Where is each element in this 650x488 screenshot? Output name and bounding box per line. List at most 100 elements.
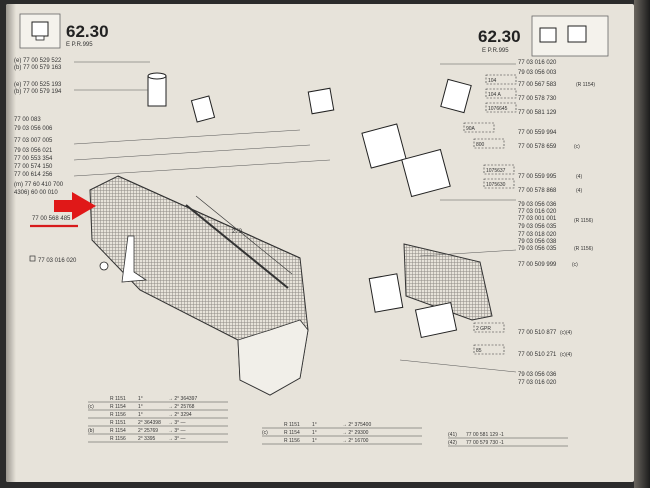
box-label-frame: [473, 322, 505, 333]
table-cell: → 2° 375400: [342, 422, 371, 428]
table-cell: (c): [88, 404, 94, 410]
table-cell: (42): [448, 440, 457, 446]
relay-group-top: [361, 78, 472, 198]
flasher-unit-cylinder: [147, 72, 335, 123]
right-annotation: (c): [574, 144, 580, 150]
table-cell: → 3° —: [168, 420, 186, 426]
right-ref-label: 77 00 510 271: [518, 352, 557, 358]
box-label-frame: [483, 178, 515, 189]
box-label: 2 GPR: [476, 326, 491, 332]
right-ref-label: 77 03 016 020: [518, 60, 557, 66]
table-cell: 1°: [312, 438, 317, 444]
edition-right: E P.R.995: [482, 48, 509, 54]
table-cell: R 1156: [110, 436, 126, 442]
table-cell: → 2° 16700: [342, 438, 369, 444]
right-ref-label: 77 00 578 730: [518, 96, 557, 102]
right-ref-label: 77 00 559 994: [518, 130, 557, 136]
table-right: (41)77 00 581 129 -1(42)77 00 579 730 -1: [448, 432, 568, 447]
header-left: 62.30 E P.R.995: [19, 13, 109, 49]
relay-group-bottom: [368, 243, 493, 339]
box-label-frame: [485, 88, 517, 99]
table-cell: R 1151: [110, 396, 126, 402]
table-cell: R 1156: [110, 412, 126, 418]
square-marker-icon: [29, 255, 36, 262]
mounting-bracket: [121, 235, 148, 283]
box-label: 104: [488, 78, 497, 84]
table-cell: (b): [88, 428, 94, 434]
table-cell: R 1154: [110, 404, 126, 410]
left-ref-label: (b) 77 00 579 194: [14, 89, 62, 95]
box-label: 1075630: [486, 182, 506, 188]
right-annotation: (4): [576, 174, 582, 180]
table-cell: → 2° 25768: [168, 404, 195, 410]
table-cell: → 3° —: [168, 436, 186, 442]
table-cell: 1°: [312, 422, 317, 428]
box-label: 85: [476, 348, 482, 354]
table-cell: 1°: [138, 396, 143, 402]
left-ref-label: 79 03 056 006: [14, 126, 53, 132]
left-reference-list: (e) 77 00 529 522(b) 77 00 579 163(e) 77…: [14, 58, 64, 196]
right-annotation: (c)(4): [560, 330, 572, 336]
right-ref-label: 77 00 509 999: [518, 262, 557, 268]
right-ref-label: 79 03 056 035: [518, 246, 557, 252]
right-ref-label: 79 03 056 036: [518, 372, 557, 378]
table-cell: R 1156: [284, 438, 300, 444]
left-ref-label: 77 00 574 150: [14, 164, 53, 170]
box-label-frame: [483, 164, 515, 175]
right-ref-label: 77 03 016 020: [518, 209, 557, 215]
right-annotation: (R 1156): [574, 218, 593, 224]
right-annotation: (R 1154): [576, 82, 595, 88]
dimension-bar: 279: [185, 195, 293, 289]
left-ref-label: 4306) 60 00 010: [14, 190, 58, 196]
page-number-left: 62.30: [66, 22, 109, 41]
relay-thumbnail-icon: [539, 25, 587, 43]
table-cell: R 1154: [284, 430, 300, 436]
right-ref-label: 79 03 056 038: [518, 239, 557, 245]
table-cell: R 1151: [284, 422, 300, 428]
table-cell: (41): [448, 432, 457, 438]
right-ref-label: 77 00 559 995: [518, 174, 557, 180]
box-label: 1075637: [486, 168, 506, 174]
box-label-frame: [463, 122, 495, 133]
table-cell: 1°: [312, 430, 317, 436]
table-cell: 2° 364398: [138, 420, 161, 426]
box-label-frame: [473, 344, 505, 355]
box-label: 90A: [466, 126, 476, 132]
left-ref-label: (e) 77 00 529 522: [14, 58, 62, 64]
table-cell: 77 00 579 730 -1: [466, 440, 504, 446]
table-cell: → 2° 3294: [168, 412, 192, 418]
highlight-part-number: 77 00 568 485: [32, 216, 71, 222]
right-annotation: (c)(4): [560, 352, 572, 358]
table-cell: R 1151: [110, 420, 126, 426]
relay-thumbnail-icon: [31, 21, 49, 41]
right-ref-label: 77 00 567 583: [518, 82, 557, 88]
box-label-group: 104 104 A 1076645 90A 800 1075637 1075630 2 GPR…: [463, 74, 517, 355]
left-ref-label: 77 00 614 256: [14, 172, 53, 178]
right-ref-label: 79 03 056 035: [518, 224, 557, 230]
table-cell: 2° 3395: [138, 436, 156, 442]
screw-icon: [99, 261, 109, 271]
box-label: 1076645: [488, 106, 508, 112]
lamp-housing: [89, 175, 309, 396]
right-ref-label: 79 03 056 036: [518, 202, 557, 208]
table-cell: 2° 25769: [138, 428, 158, 434]
table-cell: 1°: [138, 404, 143, 410]
page-number-right: 62.30: [478, 27, 521, 46]
table-cell: → 2° 364397: [168, 396, 197, 402]
right-annotation: (c): [572, 262, 578, 268]
box-label: 800: [476, 142, 485, 148]
left-ref-label: (b) 77 00 579 163: [14, 65, 62, 71]
right-ref-label: 77 00 510 877: [518, 330, 557, 336]
screw-ref: 77 03 016 020: [29, 255, 109, 271]
left-ref-label: 79 03 056 021: [14, 148, 53, 154]
table-cell: 1°: [138, 412, 143, 418]
box-label: 104 A: [488, 92, 501, 98]
box-label-frame: [485, 74, 517, 85]
highlight-arrow-icon: [54, 192, 96, 220]
table-cell: R 1154: [110, 428, 126, 434]
table-cell: → 2° 29300: [342, 430, 369, 436]
left-ref-label: 77 00 553 354: [14, 156, 53, 162]
left-ref-label: 77 03 007 005: [14, 138, 53, 144]
